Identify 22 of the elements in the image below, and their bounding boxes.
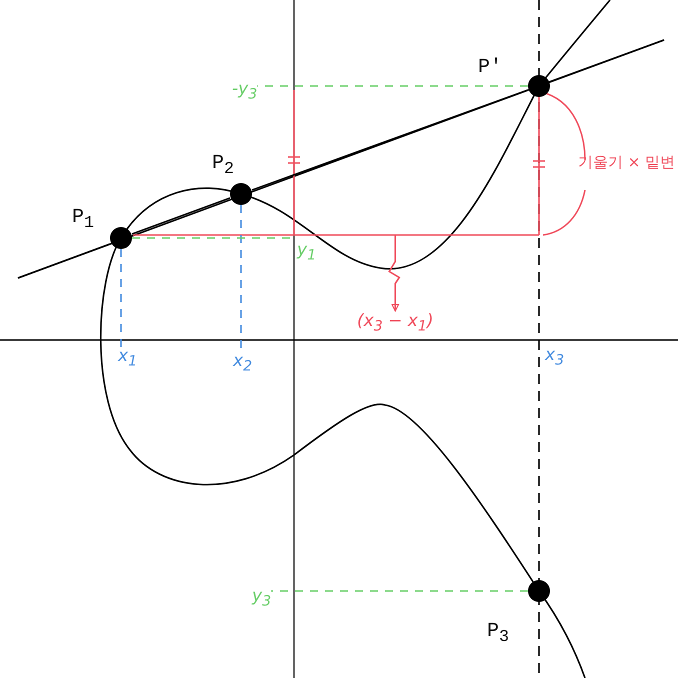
leader-arrow [388, 235, 400, 312]
dashed-guide-line [120, 249, 122, 347]
annotation-text: 기울기 × 밑변 [578, 154, 676, 170]
point-label: P′ [478, 56, 502, 79]
difference-label: (x$_{3}$ − x$_{1}$) [357, 312, 434, 335]
dashed-guide-line [271, 590, 528, 592]
x-coordinate-label: x$_{1}$ [118, 347, 138, 370]
x-coordinate-label: x$_{2}$ [233, 352, 252, 375]
dashed-guide-line [257, 85, 528, 87]
point-label: P$_{2}$ [212, 152, 234, 179]
y-coordinate-label: y$_{1}$ [297, 241, 316, 264]
point-dot [110, 227, 132, 249]
secant-line [132, 197, 230, 235]
y-coordinate-label: -y$_{3}$ [232, 80, 258, 103]
point-label: P$_{3}$ [487, 620, 510, 647]
point-dot [528, 580, 550, 602]
point-dot [528, 75, 550, 97]
x-coordinate-label: x$_{3}$ [545, 346, 564, 369]
secant-line [252, 89, 528, 191]
point-label: P$_{1}$ [72, 206, 94, 233]
point-dot [230, 183, 252, 205]
y-coordinate-label: y$_{3}$ [252, 587, 272, 610]
